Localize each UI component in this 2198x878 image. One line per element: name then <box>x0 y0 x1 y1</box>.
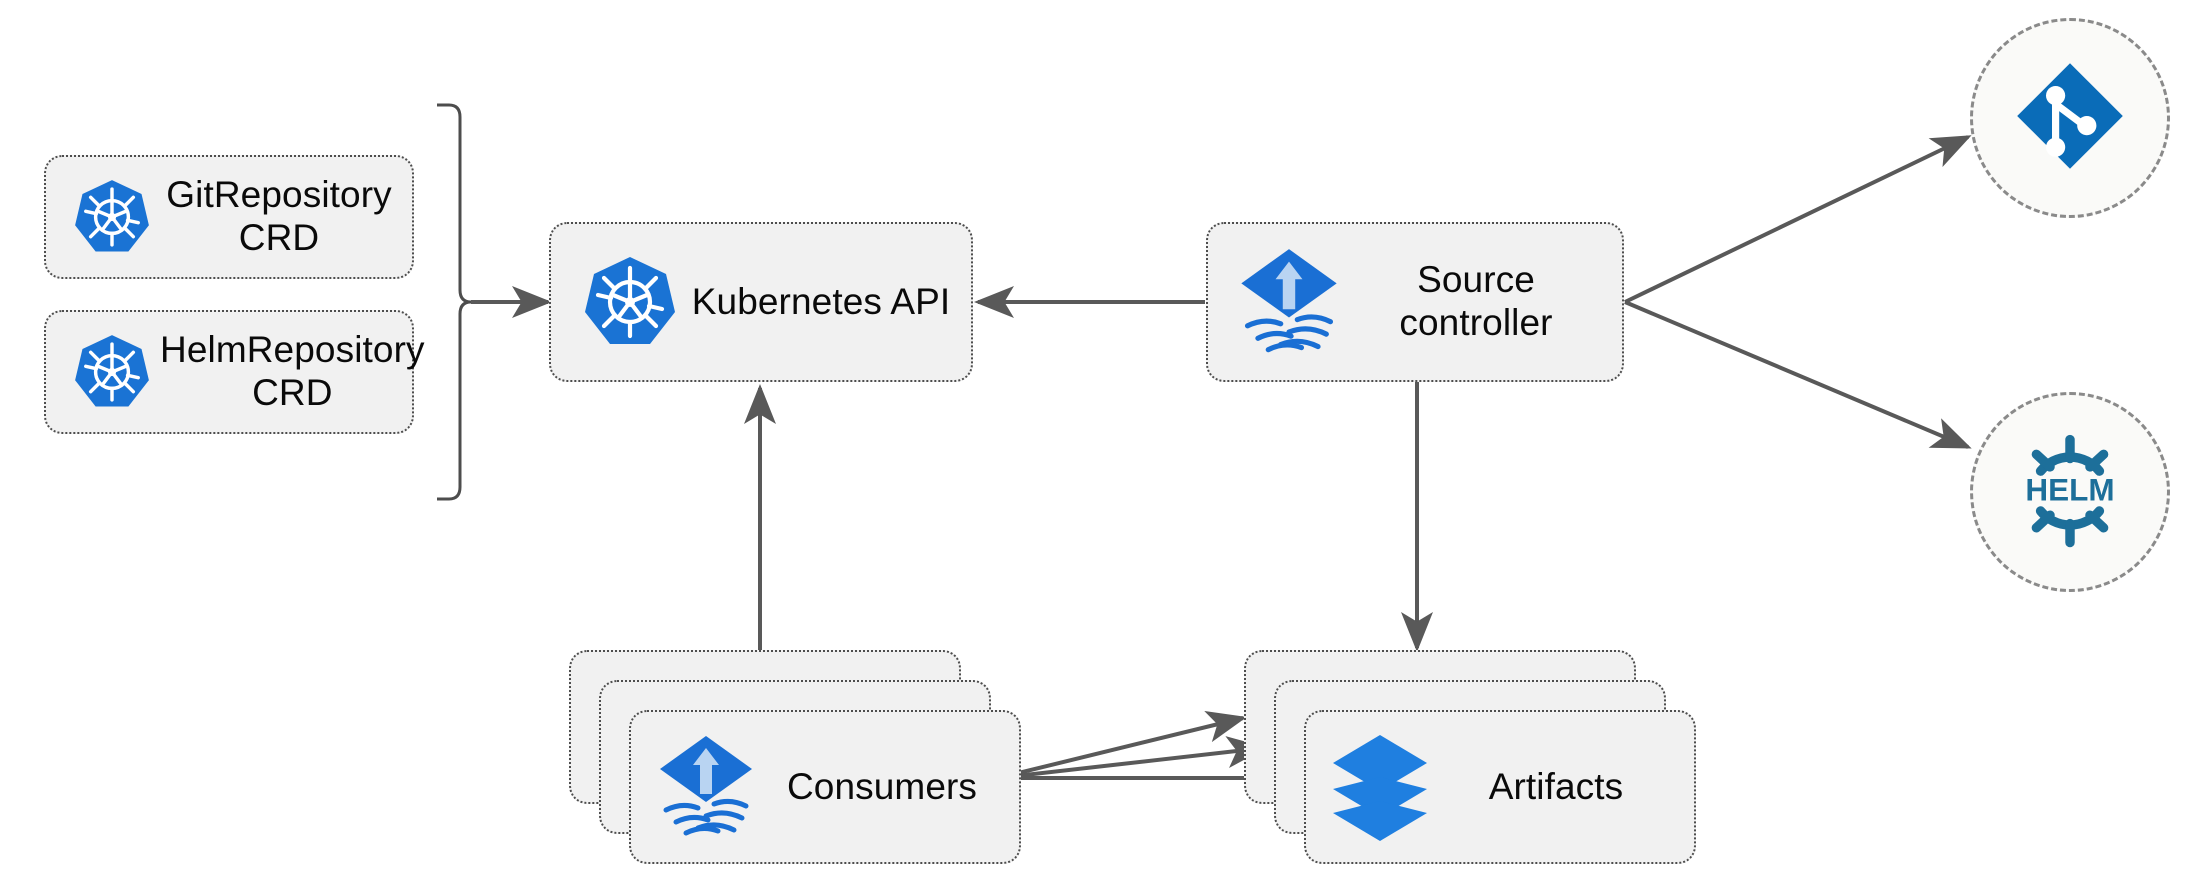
edge-source-controller-to-git <box>1624 135 1972 304</box>
node-label: HelmRepository CRD <box>160 329 425 413</box>
node-label: Kubernetes API <box>691 280 951 322</box>
node-label: Artifacts <box>1488 765 1624 807</box>
crd-group-bracket <box>437 103 472 501</box>
node-git-repository-crd[interactable]: GitRepository CRD <box>44 155 414 279</box>
layers-icon <box>1328 731 1432 843</box>
edge-source-controller-to-helm <box>1624 300 1972 449</box>
node-label: Source controller <box>1399 259 1553 343</box>
node-source-controller[interactable]: Source controller <box>1206 222 1624 382</box>
node-helm-source[interactable]: HELM <box>1970 392 2170 592</box>
kubernetes-icon <box>64 324 160 420</box>
edge-consumers-to-artifacts-back <box>997 711 1247 780</box>
helm-icon: HELM <box>2007 427 2133 558</box>
node-kubernetes-api[interactable]: Kubernetes API <box>549 222 973 382</box>
flux-icon <box>1234 242 1344 362</box>
edge-consumers-to-artifacts-mid <box>997 736 1267 780</box>
node-label: GitRepository CRD <box>166 174 392 258</box>
node-git-source[interactable] <box>1970 18 2170 218</box>
node-artifacts[interactable]: Artifacts <box>1304 710 1696 864</box>
flux-icon <box>653 729 759 845</box>
kubernetes-icon <box>64 169 160 265</box>
node-helm-repository-crd[interactable]: HelmRepository CRD <box>44 310 424 434</box>
git-icon <box>2010 56 2130 181</box>
node-consumers[interactable]: Consumers <box>629 710 1021 864</box>
helm-wordmark: HELM <box>2025 471 2114 507</box>
node-label: Consumers <box>786 765 978 807</box>
kubernetes-icon <box>575 247 685 357</box>
